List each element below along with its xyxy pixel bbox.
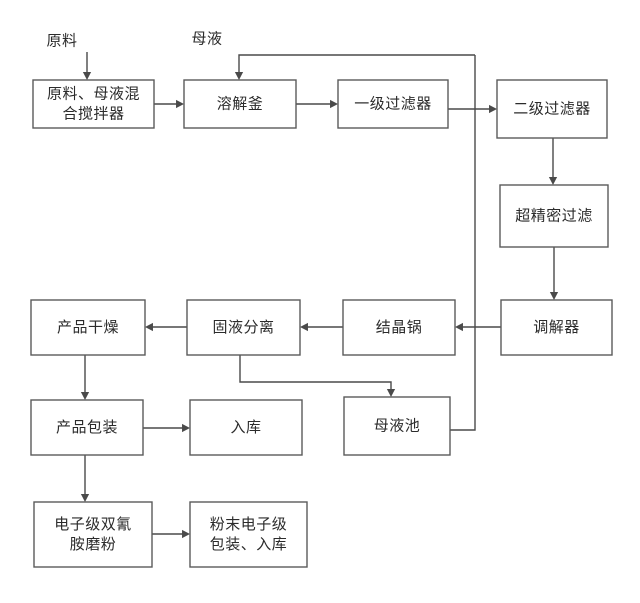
edge-separator-to-liquor-tank (239, 355, 396, 397)
node-powder-packing-warehouse-label: 包装、入库 (210, 535, 288, 553)
edge-separator-to-drying (145, 322, 187, 332)
node-electronic-grade-milling-label: 电子级双氰 (54, 515, 132, 533)
edge-mixer-to-dissolving-arrowhead (176, 99, 184, 109)
node-crystallizer-box[interactable] (342, 299, 456, 356)
node-filter-stage-1-box[interactable] (337, 79, 449, 129)
node-mother-liquor-tank[interactable]: 母液池 (343, 396, 451, 456)
node-filter-stage-1[interactable]: 一级过滤器 (337, 79, 449, 129)
edge-filter1-to-filter2-arrowhead (489, 104, 497, 114)
node-crystallizer[interactable]: 结晶锅 (342, 299, 456, 356)
edge-packing-to-warehouse-arrowhead (182, 423, 190, 433)
edge-filter2-to-ultrafine (548, 138, 558, 185)
label-raw-material: 原料 (46, 32, 77, 50)
node-conditioner-label: 调解器 (533, 318, 580, 336)
node-warehouse[interactable]: 入库 (189, 399, 303, 456)
node-ultra-fine-filter[interactable]: 超精密过滤 (499, 184, 609, 248)
node-mother-liquor-tank-label: 母液池 (374, 417, 421, 435)
node-solid-liquid-sep-box[interactable] (186, 299, 301, 356)
node-solid-liquid-sep[interactable]: 固液分离 (186, 299, 301, 356)
edge-mother-liquor-return (234, 54, 475, 80)
edge-ultrafine-to-conditioner (549, 247, 559, 300)
node-dissolving-kettle-box[interactable] (183, 79, 297, 129)
node-mixer-label: 原料、母液混 (47, 85, 140, 103)
nodes-layer: 原料、母液混合搅拌器溶解釜一级过滤器二级过滤器超精密过滤调解器结晶锅固液分离产品… (30, 79, 613, 568)
edge-crystallizer-to-separator (300, 322, 343, 332)
node-product-packing-box[interactable] (30, 399, 144, 456)
edge-dissolving-to-filter1-arrowhead (330, 99, 338, 109)
node-electronic-grade-milling-label: 胺磨粉 (70, 535, 117, 553)
node-dissolving-kettle-label: 溶解釜 (217, 95, 264, 113)
edge-raw-material-to-mixer (82, 52, 92, 80)
node-mother-liquor-tank-box[interactable] (343, 396, 451, 456)
node-product-packing-label: 产品包装 (56, 418, 118, 436)
node-powder-packing-warehouse-label: 粉末电子级 (210, 515, 288, 533)
node-product-drying[interactable]: 产品干燥 (30, 299, 146, 356)
edge-mixer-to-dissolving (154, 99, 184, 109)
edge-crystallizer-to-separator-arrowhead (300, 322, 308, 332)
node-conditioner[interactable]: 调解器 (500, 299, 613, 356)
node-electronic-grade-milling-box[interactable] (33, 501, 153, 568)
edge-separator-to-liquor-tank-arrowhead (386, 389, 396, 397)
node-conditioner-box[interactable] (500, 299, 613, 356)
edge-packing-to-milling (80, 455, 90, 502)
edge-mother-liquor-return-line (238, 54, 475, 78)
edge-dissolving-to-filter1 (296, 99, 338, 109)
edge-separator-to-drying-arrowhead (145, 322, 153, 332)
node-warehouse-box[interactable] (189, 399, 303, 456)
edge-packing-to-warehouse (143, 423, 190, 433)
node-ultra-fine-filter-box[interactable] (499, 184, 609, 248)
node-dissolving-kettle[interactable]: 溶解釜 (183, 79, 297, 129)
node-ultra-fine-filter-label: 超精密过滤 (515, 207, 593, 225)
node-solid-liquid-sep-label: 固液分离 (212, 318, 274, 336)
node-product-drying-label: 产品干燥 (57, 318, 119, 336)
edges-layer (80, 52, 559, 539)
edge-packing-to-milling-arrowhead (80, 494, 90, 502)
edge-filter2-to-ultrafine-arrowhead (548, 177, 558, 185)
edge-drying-to-packing (80, 355, 90, 400)
edge-conditioner-to-crystallizer-arrowhead (455, 322, 463, 332)
node-product-drying-box[interactable] (30, 299, 146, 356)
edge-filter1-to-filter2 (448, 104, 497, 114)
node-crystallizer-label: 结晶锅 (376, 318, 423, 336)
edge-milling-to-powder-packing-arrowhead (182, 529, 190, 539)
edge-mother-liquor-return-arrowhead (234, 72, 244, 80)
node-filter-stage-2-box[interactable] (496, 79, 608, 139)
label-mother-liquor: 母液 (191, 30, 222, 48)
edge-conditioner-to-crystallizer (455, 322, 501, 332)
node-product-packing[interactable]: 产品包装 (30, 399, 144, 456)
edge-liquor-tank-to-return-riser-line (450, 55, 476, 431)
edge-milling-to-powder-packing (152, 529, 190, 539)
edge-ultrafine-to-conditioner-arrowhead (549, 292, 559, 300)
edge-raw-material-to-mixer-arrowhead (82, 72, 92, 80)
node-filter-stage-1-label: 一级过滤器 (354, 95, 432, 113)
edge-separator-to-liquor-tank-line (239, 355, 392, 394)
node-mixer-box[interactable] (32, 79, 155, 129)
free-labels-layer: 原料 母液 (46, 30, 222, 50)
node-mixer-label: 合搅拌器 (62, 105, 124, 123)
node-powder-packing-warehouse-box[interactable] (189, 501, 308, 568)
node-filter-stage-2-label: 二级过滤器 (513, 100, 591, 118)
edge-liquor-tank-to-return-riser (450, 55, 476, 431)
node-filter-stage-2[interactable]: 二级过滤器 (496, 79, 608, 139)
edge-drying-to-packing-arrowhead (80, 392, 90, 400)
node-warehouse-label: 入库 (230, 418, 261, 436)
